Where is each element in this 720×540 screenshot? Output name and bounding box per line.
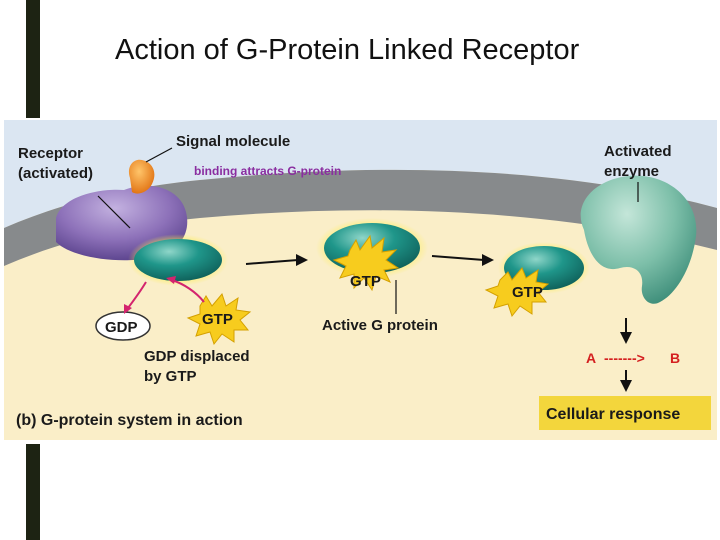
gtp-entry-arrowhead-icon <box>166 276 176 284</box>
cellular-response-label: Cellular response <box>546 406 680 423</box>
signal-sublabel: binding attracts G-protein <box>194 164 341 178</box>
gtp-label-incoming: GTP <box>202 311 233 328</box>
gtp-burst-enzyme <box>484 267 550 318</box>
panel-caption: (b) G-protein system in action <box>16 412 243 429</box>
cell-membrane <box>4 169 717 266</box>
gdp-displaced-line-1: GDP displaced <box>144 348 250 365</box>
slide-title: Action of G-Protein Linked Receptor <box>115 34 580 66</box>
gdp-oval <box>95 311 151 341</box>
signal-molecule <box>128 159 155 194</box>
gtp-burst-active <box>332 234 400 292</box>
gtp-label-enzyme: GTP <box>512 284 543 301</box>
gtp-label-active: GTP <box>350 273 381 290</box>
enzyme-label-line-2: enzyme <box>604 163 659 180</box>
gdp-release-arrow <box>127 281 147 309</box>
receptor-label-line-1: Receptor <box>18 145 83 162</box>
response-arrowhead-icon <box>620 380 632 392</box>
cellular-response-box <box>539 396 711 430</box>
gdp-displaced-line-2: by GTP <box>144 368 197 385</box>
gdp-release-arrowhead-icon <box>124 304 132 314</box>
extracellular-space <box>4 120 717 228</box>
signal-leader <box>145 147 173 163</box>
enzyme-label-line-1: Activated <box>604 143 672 160</box>
slide-accent-bar-top <box>26 0 40 118</box>
flow-arrowhead-1-icon <box>296 254 308 266</box>
flow-arrow-2 <box>431 255 485 261</box>
reaction-a: A <box>586 350 596 366</box>
reaction-b: B <box>670 350 680 366</box>
activated-enzyme <box>580 175 697 304</box>
flow-arrow-1 <box>245 259 299 265</box>
reaction-arrow: -------> <box>604 350 645 366</box>
slide-accent-bar-bottom <box>26 444 40 540</box>
flow-arrowhead-2-icon <box>482 254 494 266</box>
gdp-label: GDP <box>105 319 138 336</box>
active-g-protein-label: Active G protein <box>322 317 438 334</box>
gtp-entry-arrow <box>171 279 205 303</box>
receptor-leader <box>97 195 131 229</box>
g-protein-figure: GTP GTP GTP GDP Receptor (activated) Sig… <box>0 118 720 444</box>
g-protein-inactive <box>134 239 222 281</box>
enzyme-output-arrowhead-icon <box>620 332 632 344</box>
signal-molecule-label: Signal molecule <box>176 133 290 150</box>
receptor-label-line-2: (activated) <box>18 165 93 182</box>
gtp-burst-incoming <box>186 292 252 346</box>
g-protein-diagram: GTP GTP GTP GDP Receptor (activated) Sig… <box>4 120 717 440</box>
